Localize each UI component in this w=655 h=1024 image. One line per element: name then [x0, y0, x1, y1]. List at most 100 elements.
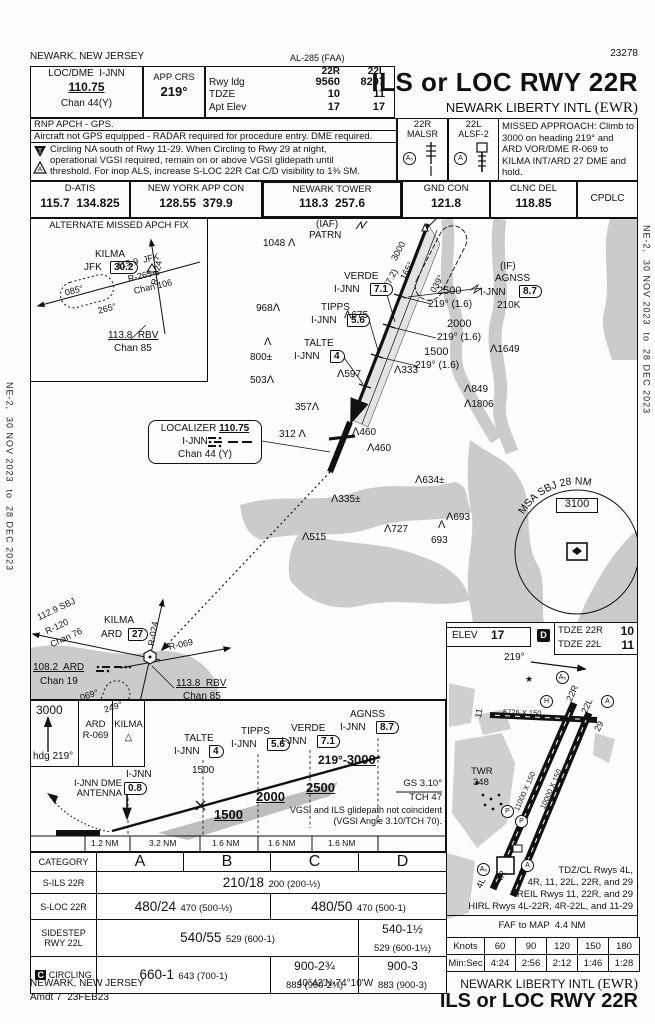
knots-label: Knots: [446, 937, 485, 955]
obstacle-693a: Λ693: [446, 511, 471, 523]
time-distance-table: Knots 60 90 120 150 180 Min:Sec 4:24 2:5…: [446, 937, 640, 972]
obstacle-460b: Λ460: [367, 442, 392, 454]
freq-gnd-box: [402, 181, 490, 218]
appcon-value: 128.55 379.9: [159, 196, 233, 210]
rwy-ldg-22l: 8207: [360, 76, 385, 88]
profile-ard-1: ARD: [85, 719, 106, 730]
obstacle-693b: 693: [431, 535, 448, 546]
obstacle-634: Λ634±: [415, 474, 445, 486]
tdze-22l-label: TDZE 22L: [558, 639, 602, 650]
notes-box: [30, 118, 397, 181]
mins-cat-d: D: [358, 852, 447, 872]
cpdlc-label: CPDLC: [590, 193, 625, 204]
profile-verde-dme: 7.1: [317, 735, 340, 748]
mins-sils-value: 210/18 200 (200-½): [96, 871, 447, 894]
loc-frequency: 110.75: [68, 80, 105, 94]
glideslope-angle: GS 3.10°: [403, 778, 442, 789]
tch-value: TCH 47: [409, 792, 442, 803]
apt-elev-22l: 17: [372, 101, 385, 113]
edition-note-left: NE-2, 30 NOV 2023 to 28 DEC 2023: [4, 382, 15, 572]
lighting-note-3: REIL Rwys 11, 22R, and 29: [516, 889, 633, 900]
profile-cell-divider-1: [78, 700, 79, 767]
lighting-22l-rwy: 22L: [465, 119, 482, 130]
if-tag: (IF): [500, 261, 516, 272]
tipps-dme: 5.6: [347, 314, 370, 327]
talte-dme: 4: [330, 350, 345, 363]
footer-airport: NEWARK LIBERTY INTL (EWR): [460, 977, 638, 992]
knots-90: 90: [515, 937, 547, 955]
svg-text:T: T: [38, 149, 43, 156]
loc-box: [30, 66, 143, 118]
gnd-value: 121.8: [430, 196, 462, 210]
minsec-label: Min:Sec: [446, 954, 485, 972]
footer-coords: 40°42'N-74°10'W: [296, 978, 374, 989]
freq-clnc-box: [490, 181, 577, 218]
obstacle-675: Λ675: [344, 309, 369, 321]
obstacle-800: 800±: [250, 352, 273, 363]
mins-circling-ab: 660-1 643 (700-1): [96, 956, 271, 994]
iaf-tag: (IAF): [316, 219, 339, 230]
circling-icon: C: [35, 970, 47, 980]
circling-note-line2: operational VGSI required, remain on or …: [50, 155, 334, 166]
fix-verde: VERDE: [344, 271, 379, 282]
verde-ident: I-JNN: [334, 284, 360, 295]
obstacle-849: Λ849: [464, 383, 489, 395]
chart-title: ILS or LOC RWY 22R: [371, 67, 638, 97]
terminal-areas: [447, 683, 615, 919]
profile-verde: VERDE: [291, 723, 326, 734]
fix-talte: TALTE: [304, 338, 334, 349]
obstacle-515: Λ515: [302, 531, 327, 543]
freq-cpdlc-box: [577, 181, 638, 218]
approach-course-line: [327, 219, 438, 474]
stepdown-2500: 2500: [306, 780, 335, 795]
alsf2-icon: A: [454, 152, 467, 165]
profile-talte-ident: I-JNN: [174, 746, 200, 757]
altmiss-rbv-chan: Chan 85: [114, 343, 152, 354]
msa-altitude-box: [556, 498, 598, 513]
profile-talte: TALTE: [184, 733, 214, 744]
p-circle-2: P: [515, 815, 528, 828]
obstacle-968: 968Λ: [256, 302, 281, 314]
alsf2-ladder-icon: [476, 142, 488, 172]
a-circle-bottom: A: [521, 859, 534, 872]
appcon-label: NEW YORK APP CON: [147, 183, 245, 194]
dist-2: 3.2 NM: [149, 838, 177, 848]
tdze-22r-label: TDZE 22R: [558, 625, 603, 636]
notes-divider-1: [30, 130, 397, 131]
chart-al-number: AL-285 (FAA): [290, 53, 345, 63]
lighting-note-1: TDZ/CL Rwys 4L,: [558, 865, 633, 876]
agnss-holding-pattern: [414, 225, 468, 301]
elev-box: [446, 627, 531, 647]
ard-morse-icon: [96, 665, 132, 673]
profile-kilma: KILMA: [114, 719, 143, 730]
profile-agnss-ident: I-JNN: [340, 722, 366, 733]
elev-value: 17: [491, 628, 505, 642]
lighting-note-2: 4R, 11, 22L, 22R, and 29: [527, 877, 633, 888]
mins-sloc-cd: 480/50 470 (500-1): [270, 893, 447, 920]
mins-cat-a: A: [96, 852, 184, 872]
kilma-ard-label: ARD: [101, 629, 123, 640]
gps-note: Aircraft not GPS equipped - RADAR requir…: [34, 131, 373, 142]
app-crs-label: APP CRS: [153, 72, 195, 83]
knots-180: 180: [608, 937, 640, 955]
rbv-chan-plan: Chan 85: [183, 691, 221, 702]
notes-divider-2: [30, 142, 397, 143]
mins-cat-b: B: [183, 852, 271, 872]
lighting-box-22r: [397, 118, 448, 181]
ard-chan: Chan 19: [40, 676, 78, 687]
tdze-22l: 11: [373, 88, 385, 100]
tdze-22r-value: 10: [620, 624, 634, 638]
profile-missed-cells: [30, 700, 145, 767]
footer-amdt: Amdt 7 23FEB23: [30, 992, 109, 1003]
rwy-11-29-dims: 6726 X 150: [502, 707, 542, 718]
tower-value: 118.3 257.6: [298, 196, 366, 210]
localizer-channel: Chan 44 (Y): [178, 449, 232, 460]
profile-tipps-ident: I-JNN: [231, 739, 257, 750]
antenna-ident: I-JNN: [126, 769, 152, 780]
col-22l: 22L: [367, 66, 385, 77]
missed-approach-text: MISSED APPROACH: Climb to 3000 on headin…: [502, 121, 634, 179]
